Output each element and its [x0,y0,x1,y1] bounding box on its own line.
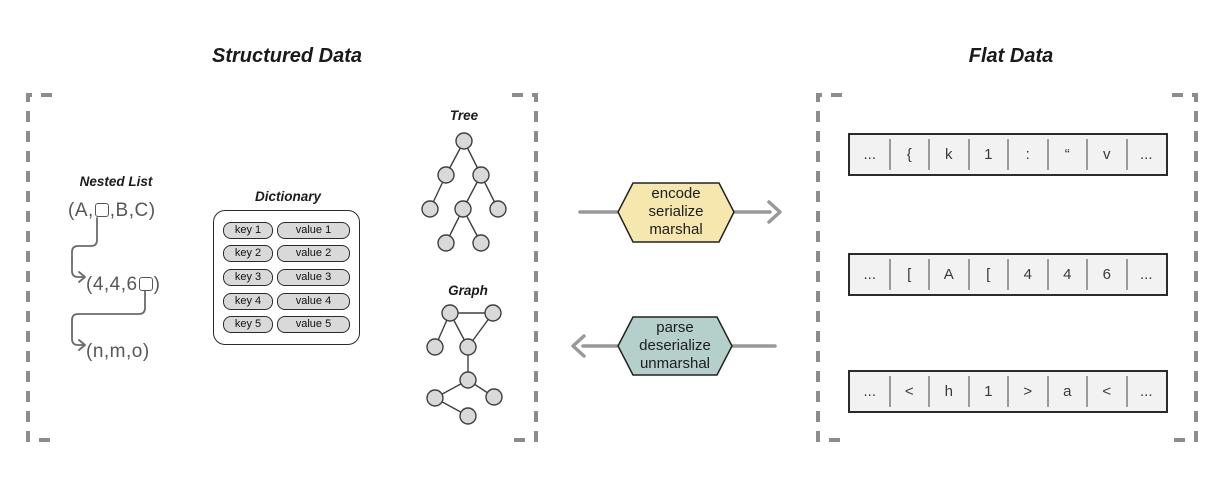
tree-edges [429,140,499,244]
byte-cell: 1 [967,135,1009,174]
byte-cell: { [888,135,930,174]
flat-data-title: Flat Data [968,45,1054,67]
nested-connector-2 [71,290,146,346]
nested-list-row-1: (A, ,B,C) [68,200,156,222]
dictionary-row: key 3 value 3 [223,268,350,286]
decode-hexagon [617,316,733,376]
structured-data-title: Structured Data [211,45,363,67]
byte-cell: h [928,372,969,411]
nested-list-row1-suffix: ,B,C) [109,200,156,221]
graph-nodes [426,304,503,425]
nested-list-connectors [71,217,146,351]
graph-label: Graph [448,283,488,298]
byte-cell: ... [863,266,876,283]
decode-arrow [571,334,777,358]
byte-cell: [ [888,255,930,294]
dict-value-pill: value 3 [277,268,350,286]
dictionary-box: key 1 value 1 key 2 value 2 key 3 value … [213,210,360,345]
dictionary-label: Dictionary [254,189,322,204]
byte-cell: ... [863,383,876,400]
dictionary-row: key 2 value 2 [223,245,350,263]
graph-figure [426,304,503,425]
byte-cell: 4 [1046,255,1088,294]
byte-cell: v [1086,135,1127,174]
dict-key-pill: key 1 [223,221,273,239]
right-arrowhead-icon [767,200,782,224]
byte-cell: < [888,372,930,411]
byte-cell: “ [1046,135,1088,174]
dict-value-pill: value 5 [277,316,350,334]
bracket-right-icon [1172,93,1198,442]
byte-array-list: ... [ A [ 4 4 6 ... [848,253,1168,296]
tree-figure [421,132,507,252]
byte-cell: ... [1125,255,1167,294]
byte-cell: a [1046,372,1088,411]
byte-cell: > [1007,372,1048,411]
dict-value-pill: value 1 [277,221,350,239]
arrowhead-icon [78,339,86,351]
decode-hexagon-text: parse deserialize unmarshal [618,319,732,373]
flat-section-brackets [816,93,1198,442]
byte-array-markup: ... < h 1 > a < ... [848,370,1168,413]
encode-arrow [578,200,782,224]
dictionary-row: key 5 value 5 [223,316,350,334]
byte-cell: ... [863,146,876,163]
bracket-right-icon [512,93,538,442]
byte-array-json: ... { k 1 : “ v ... [848,133,1168,176]
byte-cell: 6 [1086,255,1127,294]
dict-value-pill: value 2 [277,245,350,263]
tree-nodes [421,132,507,252]
dict-key-pill: key 2 [223,245,273,263]
decode-line-1: parse [656,319,694,336]
bracket-left-icon [816,93,842,442]
decode-line-2: deserialize [639,337,711,354]
bracket-left-icon [26,93,52,442]
nested-list-label: Nested List [79,174,153,189]
left-arrowhead-icon [571,334,586,358]
encode-hexagon-text: encode serialize marshal [619,185,733,239]
nested-list-row-2: (4,4,6) [86,274,160,296]
nested-list-row2-suffix: ) [153,274,161,295]
dict-key-pill: key 3 [223,268,273,286]
nested-ref-square-icon [138,277,153,291]
nested-list-row2-prefix: (4,4,6 [86,274,138,295]
decode-line-3: unmarshal [639,355,711,372]
nested-connector-1 [71,217,98,278]
byte-cell: < [1086,372,1127,411]
encode-line-3: marshal [649,221,703,238]
encode-line-2: serialize [648,203,704,220]
structured-section-brackets [26,93,538,442]
dict-key-pill: key 5 [223,316,273,334]
dictionary-row: key 1 value 1 [223,221,350,239]
encode-hexagon [617,182,735,243]
nested-list-row-3: (n,m,o) [86,341,150,362]
arrowhead-icon [78,271,86,283]
dict-value-pill: value 4 [277,292,350,310]
byte-cell: k [928,135,969,174]
dict-key-pill: key 4 [223,292,273,310]
tree-label: Tree [449,108,479,123]
encode-line-1: encode [651,185,701,202]
byte-cell: ... [1125,372,1167,411]
byte-cell: : [1007,135,1048,174]
byte-cell: 1 [967,372,1009,411]
byte-cell: 4 [1007,255,1048,294]
dictionary-row: key 4 value 4 [223,292,350,310]
nested-ref-square-icon [94,203,109,217]
byte-cell: ... [1125,135,1167,174]
nested-list-row1-prefix: (A, [68,200,94,221]
byte-cell: A [928,255,969,294]
byte-cell: [ [967,255,1009,294]
graph-edges [434,312,495,417]
